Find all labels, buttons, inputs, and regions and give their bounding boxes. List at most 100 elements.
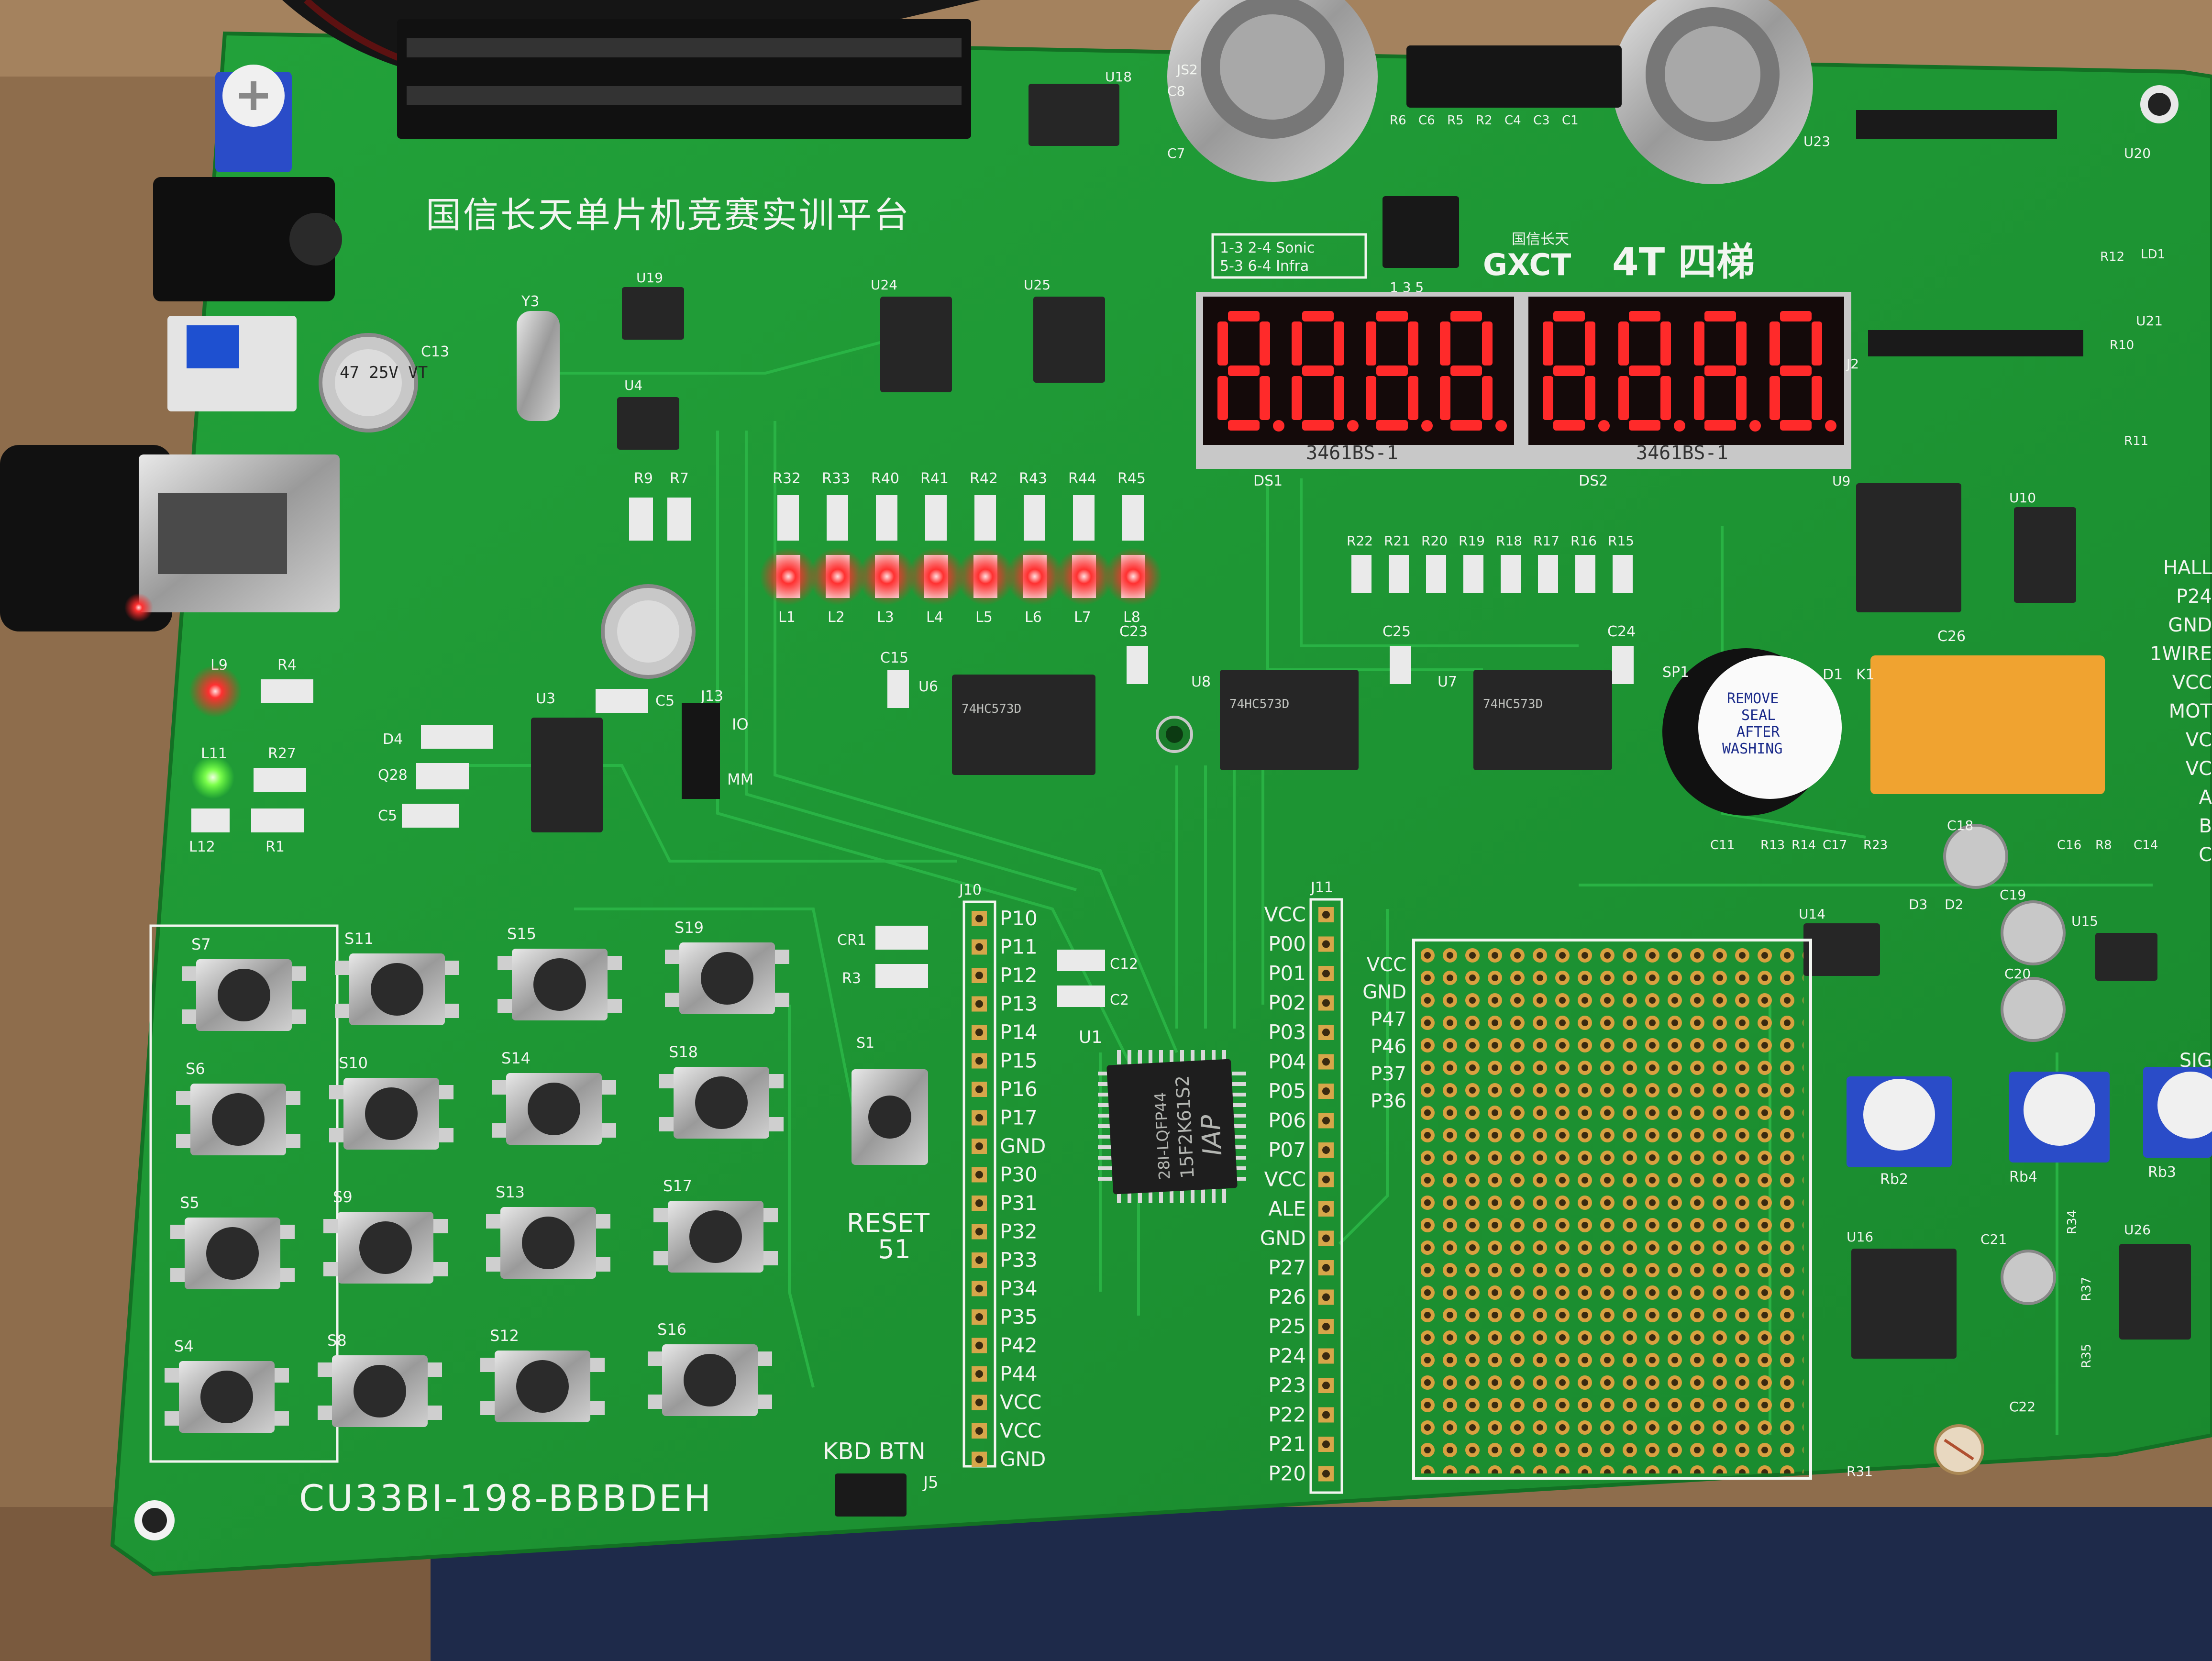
label-mm: MM bbox=[727, 770, 753, 788]
right-edge-label: C bbox=[2199, 844, 2212, 866]
label-u20: U20 bbox=[2124, 145, 2151, 161]
keypad-key[interactable] bbox=[165, 1361, 289, 1433]
mcu-pin bbox=[1098, 1166, 1112, 1170]
led-resistor bbox=[974, 495, 996, 541]
key-cap[interactable] bbox=[212, 1093, 265, 1146]
mcu-pin bbox=[1098, 1156, 1112, 1160]
keypad-key[interactable] bbox=[492, 1073, 616, 1145]
label-c25: C25 bbox=[1382, 623, 1411, 640]
resistor-row-label: R20 bbox=[1421, 533, 1448, 549]
key-cap[interactable] bbox=[218, 969, 270, 1021]
mcu-pin bbox=[1212, 1189, 1216, 1203]
key-cap[interactable] bbox=[695, 1076, 748, 1129]
key-cap[interactable] bbox=[528, 1083, 580, 1135]
key-cap[interactable] bbox=[206, 1227, 259, 1280]
key-cap[interactable] bbox=[701, 952, 753, 1005]
right-edge-label: MOT bbox=[2169, 700, 2212, 722]
led-glow bbox=[858, 548, 916, 605]
mcu-pin bbox=[1180, 1050, 1184, 1064]
key-cap[interactable] bbox=[522, 1217, 575, 1269]
ic-u3: U3 bbox=[531, 690, 603, 832]
right-edge-label: A bbox=[2199, 786, 2212, 808]
key-label: S19 bbox=[675, 919, 704, 937]
label-r37: R37 bbox=[2079, 1277, 2094, 1301]
mcu-pin bbox=[1098, 1124, 1112, 1128]
keypad-key[interactable] bbox=[665, 942, 789, 1014]
seven-seg-segment bbox=[1629, 420, 1660, 431]
key-cap[interactable] bbox=[516, 1360, 569, 1413]
header-pin-label: P20 bbox=[1268, 1462, 1306, 1485]
latch-u7-text: 74HC573D bbox=[1483, 697, 1543, 711]
jumper-j13[interactable] bbox=[682, 703, 720, 799]
led-resistor bbox=[1024, 495, 1045, 541]
label-u21: U21 bbox=[2136, 313, 2163, 329]
keypad-key[interactable] bbox=[486, 1207, 610, 1279]
seven-seg-dot bbox=[1421, 420, 1433, 432]
reset-button-s1[interactable] bbox=[852, 1069, 928, 1165]
header-pin-label: P13 bbox=[1000, 992, 1038, 1016]
keypad-key[interactable] bbox=[176, 1084, 300, 1155]
seven-seg-segment bbox=[1629, 311, 1660, 321]
key-cap[interactable] bbox=[533, 958, 586, 1011]
label-r9: R9 bbox=[634, 470, 653, 487]
resistor-row-part bbox=[1351, 555, 1371, 593]
keypad-key[interactable] bbox=[323, 1212, 448, 1284]
seven-seg-segment bbox=[1618, 376, 1629, 420]
key-cap[interactable] bbox=[684, 1354, 736, 1406]
seven-seg-segment bbox=[1736, 321, 1747, 365]
key-cap[interactable] bbox=[371, 963, 423, 1016]
key-cap[interactable] bbox=[359, 1221, 412, 1274]
label-u14: U14 bbox=[1799, 906, 1825, 922]
mcu-pin bbox=[1098, 1135, 1112, 1139]
right-edge-label: GND bbox=[2168, 614, 2212, 636]
key-label: S4 bbox=[174, 1337, 194, 1355]
keypad-key[interactable] bbox=[480, 1351, 605, 1422]
keypad-key[interactable] bbox=[318, 1355, 442, 1427]
label-c21: C21 bbox=[1980, 1231, 2007, 1247]
j11-pins: VCCP00P01P02P03P04P05P06P07VCCALEGNDP27P… bbox=[1260, 903, 1334, 1485]
label-js2: JS2 bbox=[1176, 62, 1198, 78]
mcu-pin bbox=[1232, 1072, 1246, 1075]
key-leg bbox=[445, 961, 459, 975]
key-leg bbox=[608, 956, 622, 970]
key-leg bbox=[653, 1251, 668, 1265]
label-q28: Q28 bbox=[378, 767, 408, 784]
seven-seg-segment bbox=[1450, 365, 1482, 376]
key-cap[interactable] bbox=[200, 1371, 253, 1423]
seven-seg-segment bbox=[1553, 311, 1585, 321]
keypad-key[interactable] bbox=[648, 1344, 772, 1416]
key-leg bbox=[165, 1368, 179, 1383]
header-pin-label: P16 bbox=[1000, 1077, 1038, 1101]
power-switch-lever[interactable] bbox=[187, 325, 239, 368]
seven-seg-digit bbox=[1694, 311, 1761, 432]
dc-power-jack bbox=[153, 177, 335, 301]
buzzer-text-4: WASHING bbox=[1722, 741, 1782, 757]
label-c5: C5 bbox=[378, 808, 397, 824]
seven-seg-dot bbox=[1674, 420, 1685, 432]
keypad-key[interactable] bbox=[498, 949, 622, 1020]
header-pin-label: P00 bbox=[1268, 932, 1306, 956]
keypad-key[interactable] bbox=[653, 1201, 778, 1273]
keypad-key[interactable] bbox=[182, 959, 306, 1031]
key-cap[interactable] bbox=[689, 1210, 742, 1263]
keypad-key[interactable] bbox=[329, 1078, 453, 1150]
key-leg bbox=[280, 1225, 295, 1239]
key-cap[interactable] bbox=[354, 1365, 406, 1417]
keypad-key[interactable] bbox=[170, 1218, 295, 1289]
keypad-key[interactable] bbox=[659, 1067, 784, 1139]
key-leg bbox=[176, 1091, 190, 1105]
buzzer-text-2: SEAL bbox=[1741, 707, 1776, 724]
seven-seg-dot bbox=[1273, 420, 1284, 432]
header-pin-label: GND bbox=[1000, 1448, 1046, 1471]
led-resistor-label: R42 bbox=[970, 470, 998, 487]
label-c2: C2 bbox=[1110, 992, 1129, 1008]
latch-u8-text: 74HC573D bbox=[1229, 697, 1289, 711]
key-cap[interactable] bbox=[365, 1087, 418, 1140]
kbd-btn-jumper[interactable] bbox=[835, 1473, 907, 1517]
latch-u8: 74HC573D U8 bbox=[1191, 670, 1359, 770]
header-pin-label: P30 bbox=[1000, 1163, 1038, 1186]
keypad-key[interactable] bbox=[335, 953, 459, 1025]
label-u8: U8 bbox=[1191, 674, 1211, 690]
key-leg bbox=[659, 1074, 674, 1088]
